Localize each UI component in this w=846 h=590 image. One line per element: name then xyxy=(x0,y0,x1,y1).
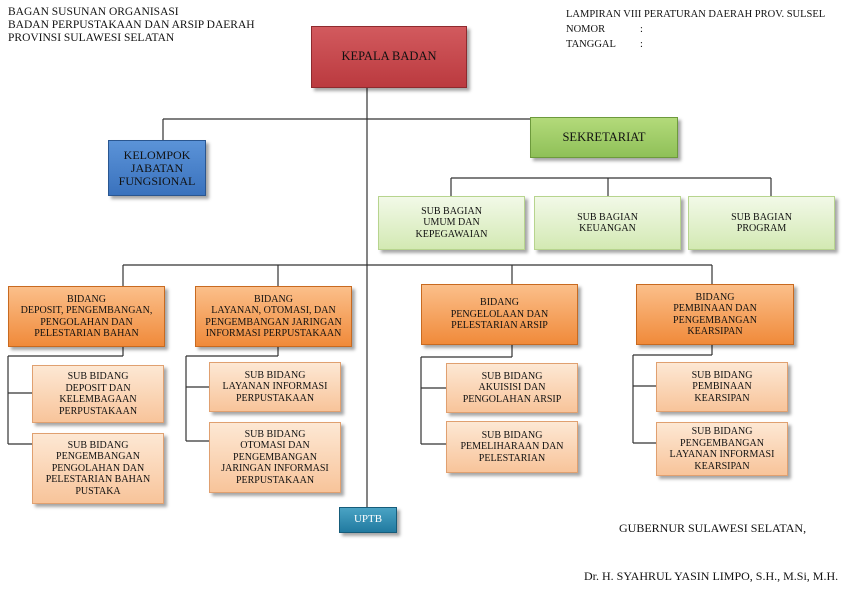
tanggal-row: TANGGAL: xyxy=(566,38,825,51)
text-line: LAYANAN INFORMASI xyxy=(222,381,328,393)
sekretariat-box: SEKRETARIAT xyxy=(530,117,678,158)
bidang-deposit-box: BIDANG DEPOSIT, PENGEMBANGAN, PENGOLAHAN… xyxy=(8,286,165,347)
kepala-badan-box: KEPALA BADAN xyxy=(311,26,467,88)
subbagian-program-line-2: PROGRAM xyxy=(736,223,787,234)
jabatan-line-2: JABATAN xyxy=(130,160,184,175)
uptb-label: UPTB xyxy=(353,513,383,526)
text-line: LAYANAN, OTOMASI, DAN xyxy=(211,305,336,316)
header-line-1: BAGAN SUSUNAN ORGANISASI xyxy=(8,6,179,18)
header-line-3: PROVINSI SULAWESI SELATAN xyxy=(8,32,175,44)
text-line: INFORMASI PERPUSTAKAAN xyxy=(205,328,342,339)
bidang-1-line-1: BIDANG xyxy=(67,293,106,305)
tanggal-label: TANGGAL xyxy=(566,39,616,50)
bidang-layanan-box: BIDANG LAYANAN, OTOMASI, DAN PENGEMBANGA… xyxy=(195,286,352,347)
text-line: SUB BIDANG xyxy=(481,370,543,382)
bidang-1-line-2: DEPOSIT, PENGEMBANGAN, xyxy=(20,305,153,316)
text-line: SUB BIDANG xyxy=(481,429,543,441)
subbagian-program-line-1: SUB BAGIAN xyxy=(731,211,792,223)
text-line: PENGELOLAAN DAN xyxy=(450,308,549,320)
subbagian-program-box: SUB BAGIAN PROGRAM xyxy=(688,196,835,250)
header-line-2: BADAN PERPUSTAKAAN DAN ARSIP DAERAH xyxy=(8,19,255,31)
text-line: LAYANAN INFORMASI xyxy=(669,449,775,460)
text-line: KEARSIPAN xyxy=(687,326,743,337)
text-line: JARINGAN INFORMASI xyxy=(221,463,329,475)
text-line: PENGEMBANGAN xyxy=(680,437,764,449)
text-line: OTOMASI DAN xyxy=(240,440,310,452)
subbidang-pemeliharaan-box: SUB BIDANG PEMELIHARAAN DAN PELESTARIAN xyxy=(446,421,578,473)
subbidang-pembinaan-box: SUB BIDANG PEMBINAAN KEARSIPAN xyxy=(656,362,788,412)
nomor-label: NOMOR xyxy=(566,24,606,35)
text-line: PERPUSTAKAAN xyxy=(235,392,315,404)
subbagian-keuangan-box: SUB BAGIAN KEUANGAN xyxy=(534,196,681,250)
header-right: LAMPIRAN VIII PERATURAN DAERAH PROV. SUL… xyxy=(566,8,825,51)
subbidang-pengembangan-pengolahan-box: SUB BIDANG PENGEMBANGAN PENGOLAHAN DAN P… xyxy=(32,433,164,504)
lampiran-text: LAMPIRAN VIII PERATURAN DAERAH PROV. SUL… xyxy=(566,9,826,20)
text-line: SUB BIDANG xyxy=(691,369,753,381)
text-line: KELEMBAGAAN xyxy=(59,394,137,405)
text-line: PENGEMBANGAN xyxy=(233,451,317,463)
nomor-colon: : xyxy=(640,24,643,35)
nomor-row: NOMOR: xyxy=(566,23,825,36)
header-left: BAGAN SUSUNAN ORGANISASI BADAN PERPUSTAK… xyxy=(8,6,255,45)
subbidang-akuisisi-box: SUB BIDANG AKUISISI DAN PENGOLAHAN ARSIP xyxy=(446,363,578,413)
text-line: BIDANG xyxy=(480,297,519,309)
text-line: DEPOSIT DAN xyxy=(65,382,131,394)
signature-name: Dr. H. SYAHRUL YASIN LIMPO, S.H., M.Si, … xyxy=(584,569,839,583)
subbagian-keuangan-line-1: SUB BAGIAN xyxy=(577,211,638,223)
jabatan-line-1: KELOMPOK xyxy=(123,147,191,162)
subbidang-deposit-box: SUB BIDANG DEPOSIT DAN KELEMBAGAAN PERPU… xyxy=(32,365,164,423)
text-line: SUB BIDANG xyxy=(67,439,129,451)
subbidang-layanan-box: SUB BIDANG LAYANAN INFORMASI PERPUSTAKAA… xyxy=(209,362,341,412)
text-line: KEARSIPAN xyxy=(694,392,750,404)
text-line: PUSTAKA xyxy=(75,485,121,497)
text-line: SUB BIDANG xyxy=(67,371,129,382)
bidang-1-line-4: PELESTARIAN BAHAN xyxy=(34,328,139,339)
text-line: KEARSIPAN xyxy=(694,460,750,472)
text-line: SUB BIDANG xyxy=(244,369,306,381)
subbidang-pengembangan-layanan-box: SUB BIDANG PENGEMBANGAN LAYANAN INFORMAS… xyxy=(656,422,788,476)
text-line: PERPUSTAKAAN xyxy=(58,405,138,417)
uptb-box: UPTB xyxy=(339,507,397,533)
subbagian-umum-line-3: KEPEGAWAIAN xyxy=(415,228,488,240)
text-line: SUB BIDANG xyxy=(244,428,306,440)
kepala-badan-label: KEPALA BADAN xyxy=(341,49,437,64)
text-line: PELESTARIAN xyxy=(478,452,546,464)
tanggal-colon: : xyxy=(640,39,643,50)
text-line: PELESTARIAN ARSIP xyxy=(451,320,548,332)
subbagian-keuangan-line-2: KEUANGAN xyxy=(579,223,636,234)
text-line: PERPUSTAKAAN xyxy=(235,474,315,486)
text-line: PEMBINAAN xyxy=(692,381,752,393)
text-line: PENGOLAHAN ARSIP xyxy=(462,393,562,405)
jabatan-line-3: FUNGSIONAL xyxy=(118,173,196,188)
text-line: PENGEMBANGAN xyxy=(56,451,140,463)
text-line: PENGOLAHAN DAN xyxy=(51,462,145,474)
bidang-1-line-3: PENGOLAHAN DAN xyxy=(40,316,133,328)
bidang-pengelolaan-box: BIDANG PENGELOLAAN DAN PELESTARIAN ARSIP xyxy=(421,284,578,345)
text-line: PEMBINAAN DAN xyxy=(673,303,757,314)
signature-title: GUBERNUR SULAWESI SELATAN, xyxy=(619,521,807,535)
subbagian-umum-line-2: UMUM DAN xyxy=(423,217,480,229)
text-line: BIDANG xyxy=(254,293,293,305)
text-line: AKUISISI DAN xyxy=(478,382,546,394)
text-line: SUB BIDANG xyxy=(691,426,753,437)
subbidang-otomasi-box: SUB BIDANG OTOMASI DAN PENGEMBANGAN JARI… xyxy=(209,422,341,493)
sekretariat-label: SEKRETARIAT xyxy=(562,129,646,144)
bidang-pembinaan-box: BIDANG PEMBINAAN DAN PENGEMBANGAN KEARSI… xyxy=(636,284,794,345)
subbagian-umum-line-1: SUB BAGIAN xyxy=(421,205,482,217)
subbagian-umum-box: SUB BAGIAN UMUM DAN KEPEGAWAIAN xyxy=(378,196,525,250)
jabatan-fungsional-box: KELOMPOK JABATAN FUNGSIONAL xyxy=(108,140,206,196)
text-line: PEMELIHARAAN DAN xyxy=(460,441,564,453)
text-line: BIDANG xyxy=(695,291,735,303)
text-line: PENGEMBANGAN JARINGAN xyxy=(205,316,342,328)
text-line: PENGEMBANGAN xyxy=(673,314,757,326)
text-line: PELESTARIAN BAHAN xyxy=(45,474,151,486)
